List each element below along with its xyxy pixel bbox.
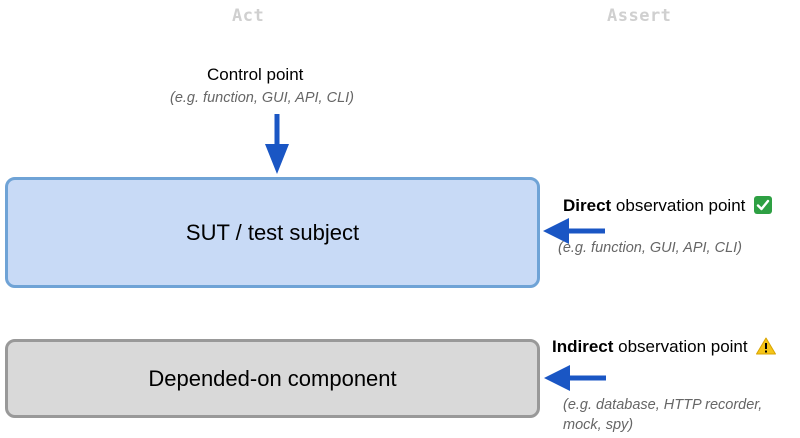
assert-column-header: Assert xyxy=(607,6,672,26)
direct-observation-arrow-icon xyxy=(543,218,605,244)
sut-label: SUT / test subject xyxy=(185,219,360,245)
check-mark-icon xyxy=(754,196,773,214)
direct-bold-text: Direct xyxy=(563,196,612,215)
depended-on-component-box: Depended-on component xyxy=(5,339,540,418)
control-point-label: Control point xyxy=(207,65,304,84)
control-point-examples: (e.g. function, GUI, API, CLI) xyxy=(170,90,355,106)
indirect-observation-examples: (e.g. database, HTTP recorder, mock, spy… xyxy=(563,397,763,433)
indirect-observation-label: Indirect observation point xyxy=(552,337,777,357)
direct-observation-label: Direct observation point xyxy=(563,196,773,216)
indirect-rest-text: observation point xyxy=(613,337,748,356)
direct-observation-examples: (e.g. function, GUI, API, CLI) xyxy=(558,240,743,256)
warning-icon xyxy=(756,337,777,355)
control-point-arrow-icon xyxy=(265,114,289,174)
indirect-bold-text: Indirect xyxy=(552,337,614,356)
direct-rest-text: observation point xyxy=(611,196,746,215)
depended-on-label: Depended-on component xyxy=(148,365,397,391)
sut-box: SUT / test subject xyxy=(5,177,540,288)
indirect-observation-arrow-icon xyxy=(544,365,606,391)
act-column-header: Act xyxy=(232,6,265,26)
